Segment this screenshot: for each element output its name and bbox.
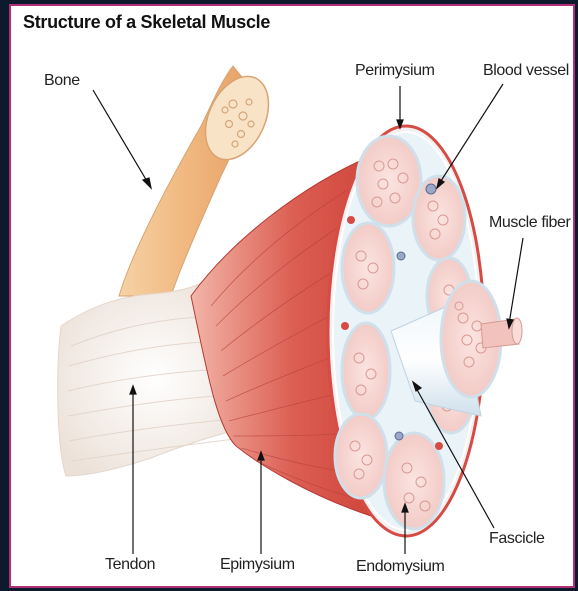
label-blood-vessel: Blood vessel (483, 62, 569, 80)
label-tendon: Tendon (105, 556, 155, 574)
label-perimysium: Perimysium (355, 62, 435, 80)
label-muscle-fiber: Muscle fiber (489, 214, 570, 232)
diagram-title: Structure of a Skeletal Muscle (23, 12, 270, 33)
label-epimysium: Epimysium (220, 556, 295, 574)
cross-section (328, 126, 522, 536)
label-fascicle: Fascicle (489, 530, 544, 548)
label-bone: Bone (44, 72, 80, 90)
label-endomysium: Endomysium (356, 558, 444, 576)
muscle-diagram (11, 6, 575, 588)
diagram-frame: Structure of a Skeletal Muscle Bone Peri… (9, 4, 575, 588)
